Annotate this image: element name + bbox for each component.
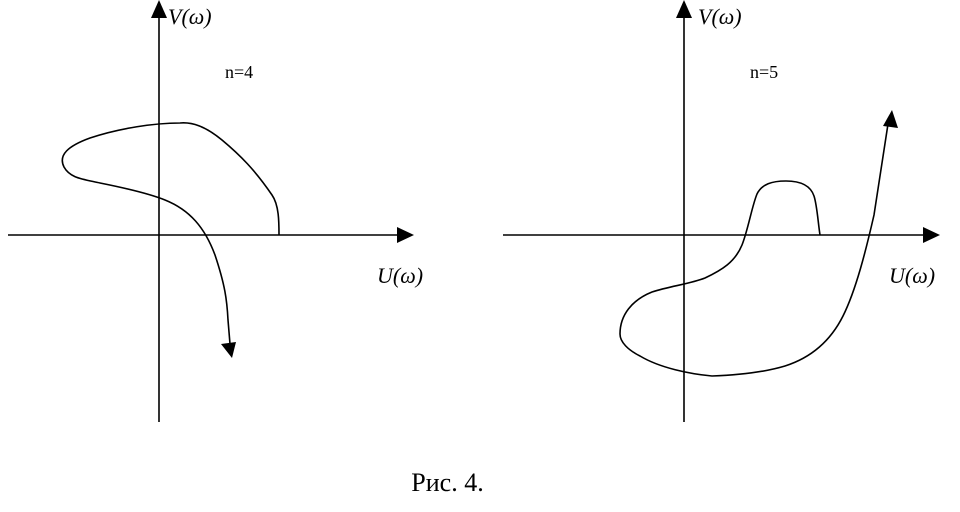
order-label-right: n=5 [750,62,778,82]
u-axis-arrow-left [397,227,414,243]
hodograph-diagram-left: V(ω) U(ω) n=4 [8,0,423,422]
hodograph-diagram-right: V(ω) U(ω) n=5 [503,0,940,422]
hodograph-curve-left [61,122,280,345]
curve-arrow-right [883,110,898,128]
u-axis-arrow-right [923,227,940,243]
v-axis-label-right: V(ω) [698,4,742,29]
figure-caption: Рис. 4. [411,468,484,497]
curve-arrow-left [221,342,236,358]
u-axis-label-left: U(ω) [377,263,423,288]
v-axis-arrow-left [151,0,167,18]
v-axis-arrow-right [676,0,692,18]
v-axis-label-left: V(ω) [168,4,212,29]
u-axis-label-right: U(ω) [889,263,935,288]
hodograph-curve-right [619,123,889,377]
order-label-left: n=4 [225,62,253,82]
